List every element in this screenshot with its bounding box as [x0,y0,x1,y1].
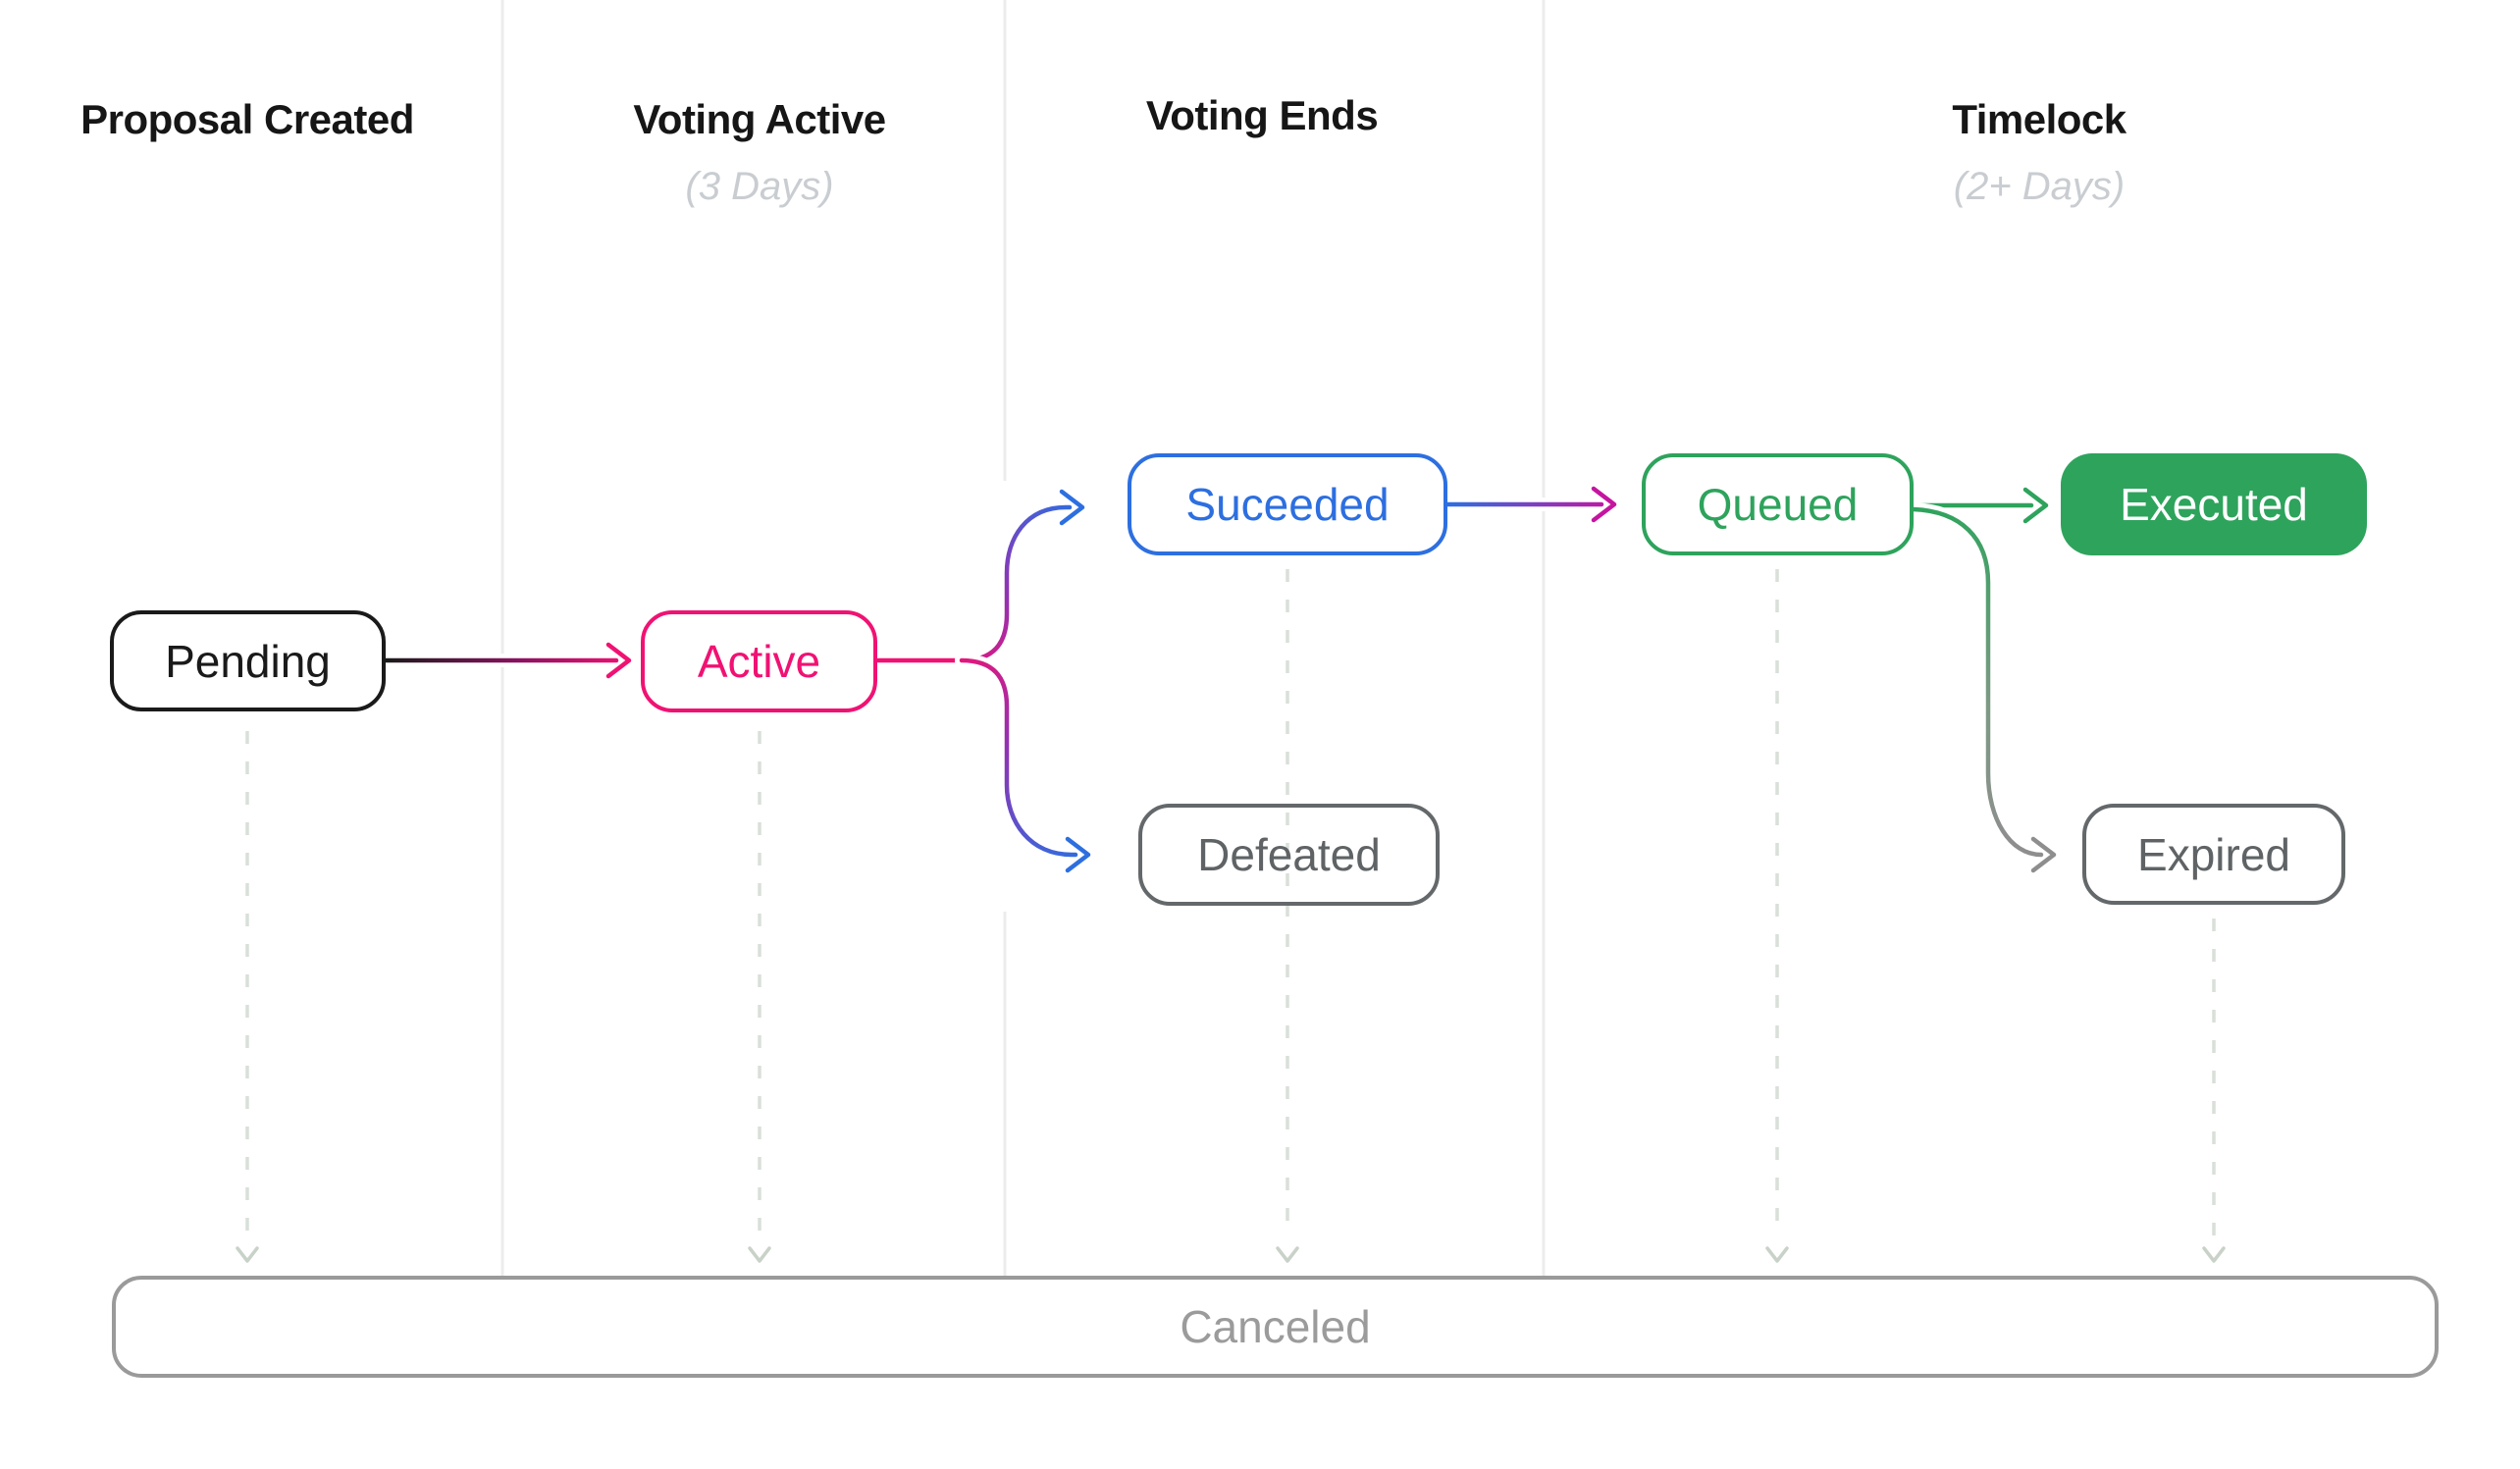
edge-casing [955,500,1076,667]
column-header-voting-active: Voting Active (3 Days) [633,96,886,209]
arrowhead [2030,836,2057,873]
edge-casing [1907,502,2048,862]
dashed-arrowhead-queued [1765,1246,1789,1263]
arrowhead [1059,489,1085,526]
column-title: Timelock [1952,96,2126,142]
column-subtitle: (3 Days) [685,165,834,208]
state-node-active: Active [641,610,877,712]
dashed-arrowhead-succeeded [1276,1246,1299,1263]
state-node-defeated: Defeated [1138,804,1440,906]
column-dividers [500,0,1546,1276]
edge-succeeded-queued [1441,486,1617,523]
column-header-timelock: Timelock (2+ Days) [1952,96,2126,209]
state-node-canceled: Canceled [112,1276,2439,1378]
cancel-drop-arrowheads [236,1246,2226,1263]
edge-pending-active [379,642,632,679]
column-title: Proposal Created [80,96,414,142]
arrowhead [1065,836,1091,873]
state-label: Active [697,636,821,687]
state-label: Expired [2137,828,2290,880]
column-header-voting-ends: Voting Ends [1145,92,1379,139]
dashed-arrowhead-pending [236,1246,259,1263]
dashed-arrowhead-active [748,1246,771,1263]
arrowhead [605,642,632,679]
state-node-pending: Pending [110,610,386,711]
state-label: Defeated [1197,829,1381,880]
state-label: Pending [165,635,331,687]
state-node-expired: Expired [2082,804,2345,905]
edge-active-defeated [955,654,1091,873]
arrowhead [2022,487,2049,524]
state-label: Canceled [1180,1301,1371,1352]
state-label: Suceeded [1185,479,1390,530]
column-header-proposal-created: Proposal Created [80,96,414,143]
state-label: Queued [1697,479,1859,530]
edge-queued-expired [1907,502,2057,873]
state-label: Executed [2120,479,2308,530]
edge-line [959,657,1078,858]
dashed-arrowhead-expired [2202,1246,2226,1263]
arrowhead [1591,486,1617,523]
column-title: Voting Active [633,96,886,142]
edge-active-succeeded [955,489,1085,667]
edge-line [1911,506,2044,858]
column-subtitle: (2+ Days) [1953,165,2126,208]
edge-line [959,504,1073,663]
state-node-succeeded: Suceeded [1128,453,1447,555]
state-node-queued: Queued [1642,453,1914,555]
column-title: Voting Ends [1145,92,1379,138]
state-node-executed: Executed [2061,453,2367,555]
